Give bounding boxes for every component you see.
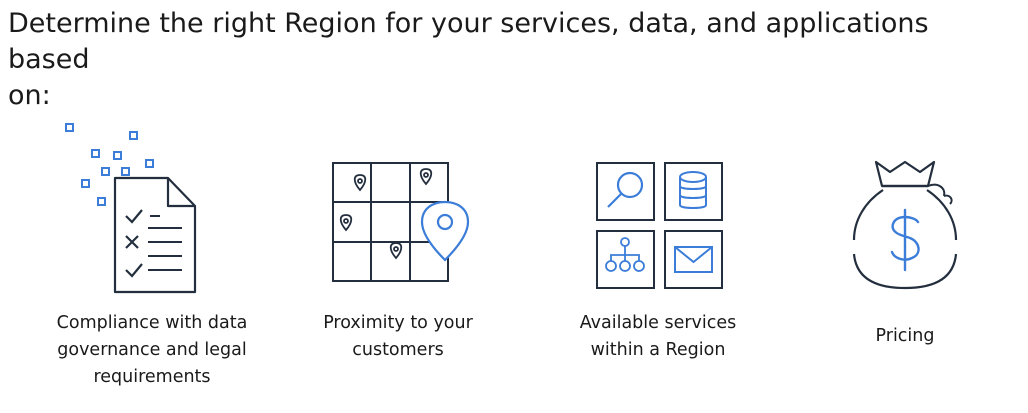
- money-bag-icon: [850, 158, 960, 294]
- map-location-icon: [330, 160, 470, 285]
- page-title: Determine the right Region for your serv…: [8, 8, 929, 111]
- factor-label-services: Available services within a Region: [579, 313, 737, 360]
- factor-label-proximity: Proximity to your customers: [323, 313, 473, 360]
- services-grid-icon: [595, 161, 725, 291]
- factor-label-pricing: Pricing: [875, 326, 935, 346]
- document-checklist-icon: [60, 118, 205, 298]
- factor-label-compliance: Compliance with data governance and lega…: [56, 313, 248, 387]
